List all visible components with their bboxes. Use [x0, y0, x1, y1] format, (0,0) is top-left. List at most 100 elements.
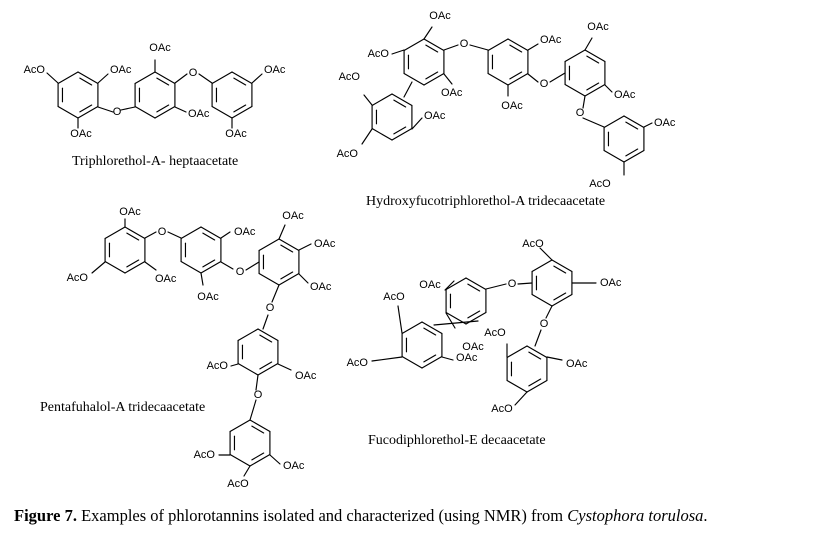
bond-154 [249, 399, 257, 421]
acetate-label: AcO [194, 449, 216, 461]
acetate-label: OAc [600, 277, 622, 289]
bond-15 [156, 77, 170, 86]
bond-35 [174, 106, 187, 113]
acetate-label: OAc [540, 34, 562, 46]
oxygen-label: O [540, 78, 549, 90]
bond-52 [371, 93, 393, 107]
bond-167 [243, 465, 251, 477]
acetate-label: AcO [368, 48, 390, 60]
bond-0 [77, 71, 99, 85]
acetate-label: AcO [484, 327, 506, 339]
bond-80 [625, 121, 639, 130]
caption-label: Figure 7. [14, 506, 77, 525]
acetate-label: OAc [149, 42, 171, 54]
bond-32 [97, 73, 109, 84]
bond-145 [251, 452, 265, 461]
bond-12 [134, 105, 156, 119]
bond-93 [363, 94, 373, 106]
bond-2 [77, 105, 99, 119]
bond-184 [423, 354, 437, 363]
bond-29 [174, 73, 188, 84]
bond-88 [582, 95, 586, 109]
bond-56 [507, 38, 529, 52]
bond-86 [527, 73, 539, 83]
acetate-label: OAc [654, 117, 676, 129]
bond-202 [528, 378, 542, 387]
acetate-label: OAc [419, 279, 441, 291]
bond-16 [156, 104, 170, 113]
bond-68 [564, 83, 586, 97]
bond-43 [403, 38, 425, 52]
bond-87 [549, 72, 566, 83]
bond-183 [423, 327, 437, 336]
bond-74 [623, 115, 645, 129]
bond-179 [421, 355, 443, 369]
bond-31 [46, 72, 59, 84]
acetate-label: AcO [67, 272, 89, 284]
bond-61 [487, 38, 509, 52]
bond-125 [258, 238, 280, 252]
oxygen-label: O [158, 226, 167, 238]
acetate-label: AcO [24, 64, 46, 76]
bond-117 [202, 232, 216, 241]
bond-201 [528, 351, 542, 360]
bond-96 [527, 43, 539, 51]
bond-153 [255, 374, 259, 391]
bond-58 [507, 72, 529, 86]
bond-144 [251, 425, 265, 434]
bond-149 [220, 261, 234, 270]
bond-109 [126, 259, 140, 268]
bond-147 [144, 231, 157, 239]
acetate-label: OAc [264, 64, 286, 76]
bond-94 [411, 117, 423, 130]
bond-136 [259, 361, 273, 370]
bond-40 [423, 72, 445, 86]
bond-143 [229, 419, 251, 433]
acetate-label: AcO [339, 71, 361, 83]
acetate-label: OAc [614, 89, 636, 101]
bond-59 [487, 72, 509, 86]
bond-208 [534, 329, 542, 347]
bond-134 [237, 328, 259, 342]
oxygen-label: O [254, 389, 263, 401]
bond-116 [180, 226, 202, 240]
acetate-label: AcO [337, 148, 359, 160]
bond-127 [280, 271, 294, 280]
acetate-label: OAc [587, 21, 609, 33]
bond-148 [167, 231, 182, 239]
bond-132 [237, 362, 259, 376]
bond-91 [391, 49, 405, 55]
bond-45 [425, 71, 439, 80]
bond-41 [403, 72, 425, 86]
bond-189 [531, 293, 553, 307]
acetate-label: OAc [310, 281, 332, 293]
compound-name-1: Triphlorethol-A- heptaacetate [72, 154, 238, 169]
oxygen-label: O [236, 266, 245, 278]
bond-212 [441, 356, 454, 361]
bond-158 [220, 231, 231, 239]
bond-166 [269, 454, 281, 465]
bond-76 [623, 149, 645, 163]
bond-113 [200, 260, 222, 274]
bond-197 [526, 379, 548, 393]
acetate-label: AcO [491, 403, 513, 415]
bond-138 [249, 419, 271, 433]
bond-177 [421, 321, 443, 335]
bond-161 [298, 243, 312, 251]
caption-text: Examples of phlorotannins isolated and c… [76, 506, 568, 525]
acetate-label: AcO [383, 291, 405, 303]
oxygen-label: O [266, 302, 275, 314]
bond-210 [445, 312, 456, 329]
bond-168 [465, 277, 487, 291]
bond-89 [582, 117, 605, 128]
acetate-label: OAc [429, 10, 451, 22]
bond-85 [469, 44, 489, 51]
bond-95 [361, 128, 373, 145]
bond-49 [391, 127, 413, 141]
oxygen-label: O [189, 67, 198, 79]
bond-207 [545, 305, 553, 319]
bond-213 [371, 356, 403, 362]
bond-198 [506, 379, 528, 393]
